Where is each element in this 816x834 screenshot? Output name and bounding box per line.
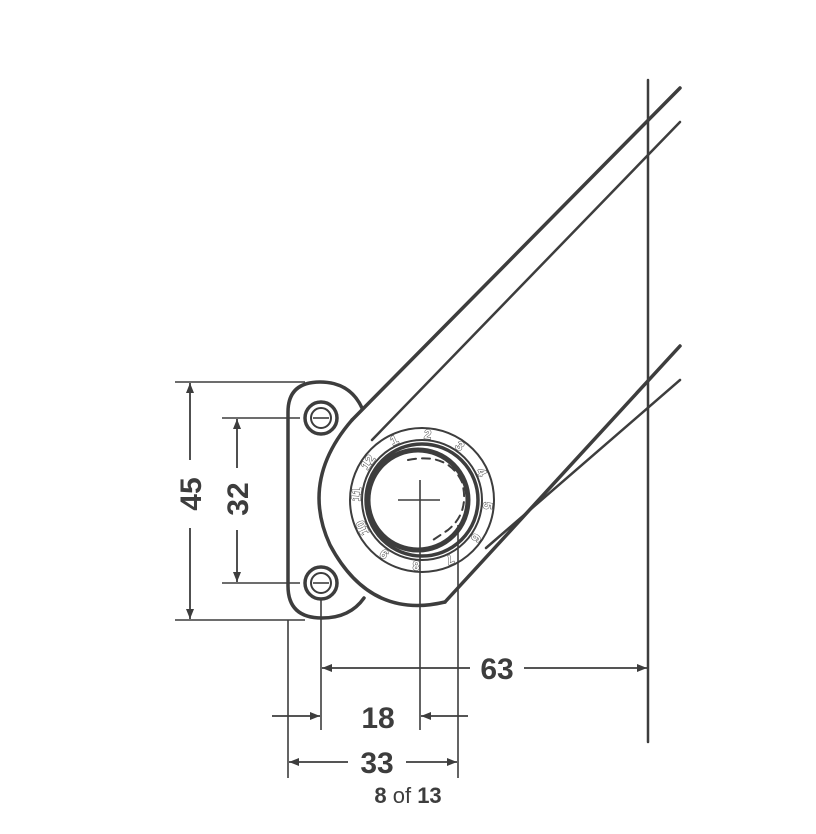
dial-ring-outer [349, 427, 495, 573]
dial-number-3: 3 [453, 438, 468, 454]
screw-hole-top [303, 400, 339, 436]
page-total: 13 [417, 783, 442, 808]
dial-number-5: 5 [480, 502, 496, 511]
page-current: 8 [374, 783, 387, 808]
dial-number-2: 2 [424, 427, 433, 443]
dial-number-7: 7 [443, 551, 456, 568]
dim-label-33: 33 [360, 747, 393, 780]
dim-label-32: 32 [222, 482, 255, 515]
pivot-bore [365, 447, 471, 553]
arm-inner-lower-edge [484, 378, 682, 550]
screw-hole-bottom [303, 565, 339, 601]
screw-hole-bottom-inner [310, 572, 332, 594]
arm-lower-edge [443, 344, 682, 604]
dial-number-8: 8 [412, 558, 421, 574]
arm-upper-edge [350, 86, 682, 422]
dim-label-18: 18 [361, 702, 394, 735]
dial-ring [361, 439, 483, 561]
dial-number-6: 6 [468, 531, 484, 546]
arm-curve [317, 418, 447, 608]
dial-number-10: 10 [352, 518, 372, 537]
dim-label-45: 45 [175, 477, 208, 510]
page-separator: of [392, 783, 412, 808]
mounting-plate [286, 380, 366, 620]
dial-number-9: 9 [377, 546, 392, 562]
arm-inner-edge [370, 120, 682, 442]
screw-hole-top-inner [310, 407, 332, 429]
hidden-cam-line [407, 457, 466, 543]
dial-number-11: 11 [348, 487, 364, 502]
page-indicator: 8 of 13 [0, 783, 816, 809]
dim-label-63: 63 [480, 653, 513, 686]
dial-number-4: 4 [473, 466, 490, 480]
dial-number-1: 1 [388, 432, 401, 449]
